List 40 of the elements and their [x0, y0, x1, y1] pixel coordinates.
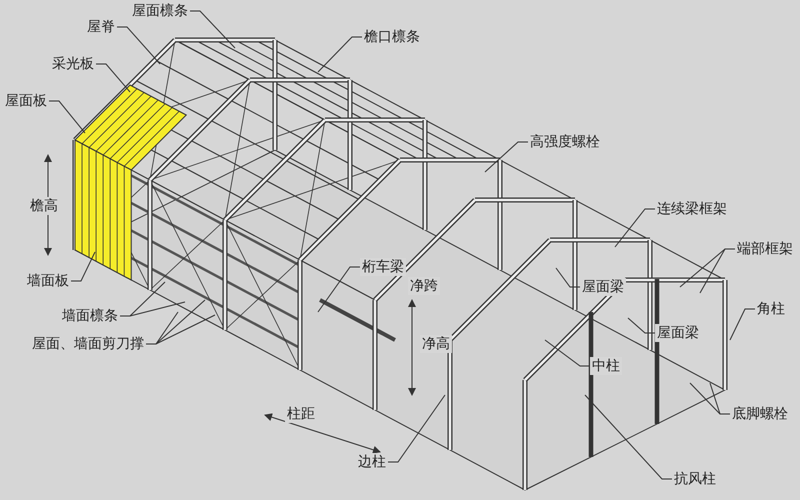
part-label: 边柱 — [356, 453, 388, 471]
dimension-label: 净跨 — [408, 277, 440, 295]
part-label: 屋脊 — [85, 18, 117, 36]
leader-line — [190, 10, 236, 48]
part-label: 屋面梁 — [655, 324, 701, 342]
leader-line — [318, 36, 362, 72]
part-label: 端部框架 — [735, 240, 795, 258]
part-label: 连续梁框架 — [655, 200, 729, 218]
leader-line — [556, 268, 580, 288]
part-label: 屋面板 — [3, 92, 49, 110]
leader-line — [116, 26, 160, 64]
leader-line — [730, 308, 756, 340]
leader-line — [318, 266, 360, 312]
part-label: 抗风柱 — [672, 470, 718, 488]
leader-line — [48, 100, 86, 134]
part-label: 采光板 — [50, 55, 96, 73]
leader-line — [628, 318, 656, 334]
part-label: 墙面檩条 — [60, 307, 120, 325]
part-label: 中柱 — [590, 357, 622, 375]
leader-line — [70, 252, 96, 282]
leader-line — [120, 302, 186, 316]
dimension-label: 柱距 — [285, 405, 317, 423]
leader-line — [388, 394, 446, 462]
leader-line — [544, 340, 590, 366]
part-label: 檐口檩条 — [362, 28, 422, 46]
leader-line — [614, 208, 656, 248]
part-label: 屋面、墙面剪刀撑 — [30, 335, 146, 353]
leader-line — [584, 394, 672, 480]
part-label: 桁车梁 — [360, 258, 406, 276]
dimension-label: 净高 — [420, 335, 452, 353]
dimension-label: 檐高 — [28, 197, 60, 215]
part-label: 高强度螺栓 — [528, 133, 602, 151]
leader-line — [96, 64, 130, 92]
part-label: 墙面板 — [25, 272, 71, 290]
part-label: 屋面梁 — [580, 278, 626, 296]
part-label: 屋面檩条 — [130, 2, 190, 20]
part-label: 角柱 — [755, 300, 787, 318]
leader-line — [146, 314, 216, 344]
leader-line — [484, 142, 528, 172]
part-label: 底脚螺栓 — [730, 405, 790, 423]
